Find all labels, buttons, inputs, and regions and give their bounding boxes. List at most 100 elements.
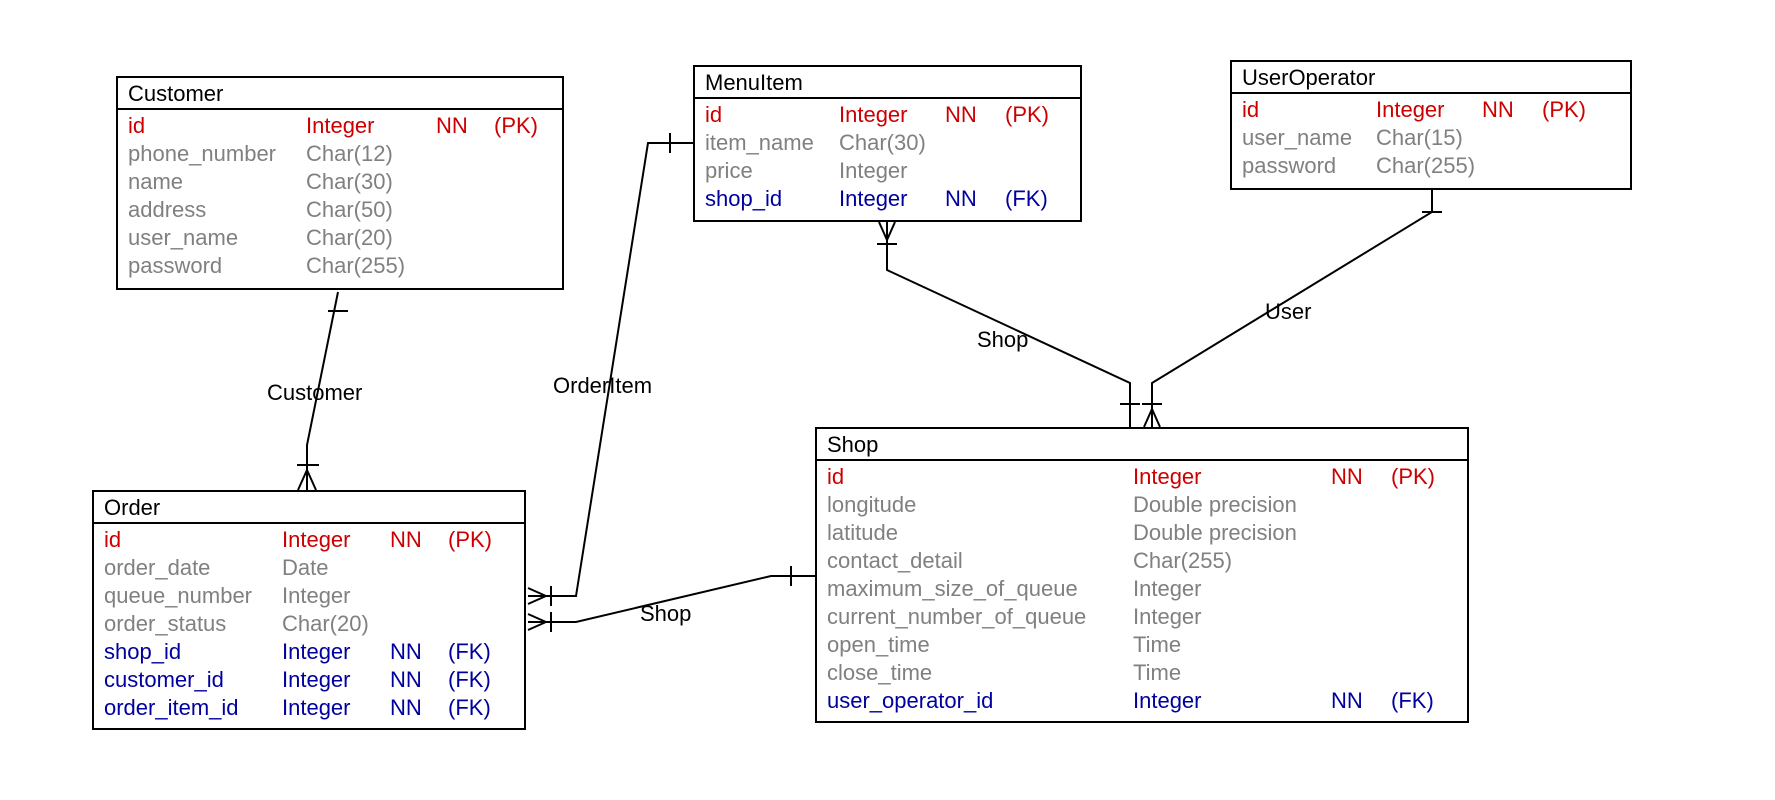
relationship-useroperator-shop[interactable] bbox=[1142, 190, 1442, 428]
entity-title: UserOperator bbox=[1232, 62, 1630, 94]
attribute-name: id bbox=[128, 113, 146, 138]
relationship-customer-order[interactable] bbox=[297, 291, 348, 491]
attribute-row-order-date[interactable]: order_date Date bbox=[94, 554, 524, 582]
crows-foot-left bbox=[1143, 408, 1153, 428]
attribute-name: order_item_id bbox=[104, 695, 239, 720]
attribute-type: Char(30) bbox=[839, 130, 926, 155]
attribute-row-queue-number[interactable]: queue_number Integer bbox=[94, 582, 524, 610]
attribute-name: latitude bbox=[827, 520, 898, 545]
attribute-name: id bbox=[1242, 97, 1260, 122]
attribute-row-address[interactable]: address Char(50) bbox=[118, 196, 562, 224]
crows-foot-top bbox=[527, 613, 547, 623]
attribute-row-password[interactable]: password Char(255) bbox=[118, 252, 562, 280]
attribute-type: Char(15) bbox=[1376, 125, 1463, 150]
attribute-type: Char(12) bbox=[306, 141, 393, 166]
attribute-type: Char(255) bbox=[306, 253, 406, 278]
attribute-key: (FK) bbox=[1005, 186, 1048, 211]
attribute-not-null: NN bbox=[390, 527, 422, 552]
relationship-label-customer: Customer bbox=[267, 380, 363, 405]
attribute-row-latitude[interactable]: latitude Double precision bbox=[817, 519, 1467, 547]
crows-foot-right bbox=[1151, 408, 1161, 428]
attribute-type: Integer bbox=[1133, 688, 1202, 713]
attribute-type: Integer bbox=[1133, 576, 1202, 601]
relationship-label-shop-menuitem: Shop bbox=[977, 327, 1029, 352]
entity-title: Shop bbox=[817, 429, 1467, 461]
entity-title: Order bbox=[94, 492, 524, 524]
relationship-orderitem[interactable] bbox=[527, 133, 695, 606]
attribute-name: current_number_of_queue bbox=[827, 604, 1087, 629]
attribute-row-phone-number[interactable]: phone_number Char(12) bbox=[118, 140, 562, 168]
attribute-type: Date bbox=[282, 555, 329, 580]
attribute-type: Char(50) bbox=[306, 197, 393, 222]
relationship-label-user: User bbox=[1265, 299, 1312, 324]
attribute-name: order_date bbox=[104, 555, 211, 580]
attribute-type: Integer bbox=[1133, 604, 1202, 629]
attribute-type: Integer bbox=[1133, 464, 1202, 489]
attribute-name: order_status bbox=[104, 611, 227, 636]
attribute-name: shop_id bbox=[104, 639, 182, 664]
attribute-name: id bbox=[104, 527, 122, 552]
attribute-name: address bbox=[128, 197, 207, 222]
attribute-type: Integer bbox=[839, 102, 908, 127]
attribute-type: Char(255) bbox=[1376, 153, 1476, 178]
attribute-not-null: NN bbox=[1482, 97, 1514, 122]
attribute-type: Integer bbox=[282, 583, 351, 608]
attribute-type: Time bbox=[1133, 660, 1182, 685]
attribute-type: Char(20) bbox=[282, 611, 369, 636]
attribute-row-order-status[interactable]: order_status Char(20) bbox=[94, 610, 524, 638]
attribute-not-null: NN bbox=[390, 667, 422, 692]
attribute-key: (FK) bbox=[448, 695, 491, 720]
entity-title: Customer bbox=[118, 78, 562, 110]
attribute-name: password bbox=[1242, 153, 1337, 178]
attribute-key: (PK) bbox=[448, 527, 492, 552]
attribute-key: (PK) bbox=[1391, 464, 1435, 489]
relationship-label-orderitem: OrderItem bbox=[553, 373, 653, 398]
attribute-name: longitude bbox=[827, 492, 917, 517]
entity-title: MenuItem bbox=[695, 67, 1080, 99]
attribute-row-password[interactable]: password Char(255) bbox=[1232, 152, 1630, 180]
attribute-name: id bbox=[827, 464, 845, 489]
attribute-row-current-number-of-queue[interactable]: current_number_of_queue Integer bbox=[817, 603, 1467, 631]
attribute-not-null: NN bbox=[390, 639, 422, 664]
attribute-name: phone_number bbox=[128, 141, 277, 166]
attribute-not-null: NN bbox=[390, 695, 422, 720]
attribute-key: (FK) bbox=[1391, 688, 1434, 713]
attribute-type: Double precision bbox=[1133, 520, 1297, 545]
crows-foot-bottom bbox=[527, 595, 547, 605]
attribute-name: open_time bbox=[827, 632, 930, 657]
relationship-order-shop[interactable] bbox=[527, 566, 815, 632]
relationship-menuitem-shop[interactable] bbox=[877, 221, 1140, 427]
attribute-type: Char(30) bbox=[306, 169, 393, 194]
attribute-name: password bbox=[128, 253, 223, 278]
attribute-key: (PK) bbox=[1542, 97, 1586, 122]
attribute-type: Integer bbox=[282, 639, 351, 664]
attribute-name: queue_number bbox=[104, 583, 253, 608]
attribute-key: (PK) bbox=[494, 113, 538, 138]
